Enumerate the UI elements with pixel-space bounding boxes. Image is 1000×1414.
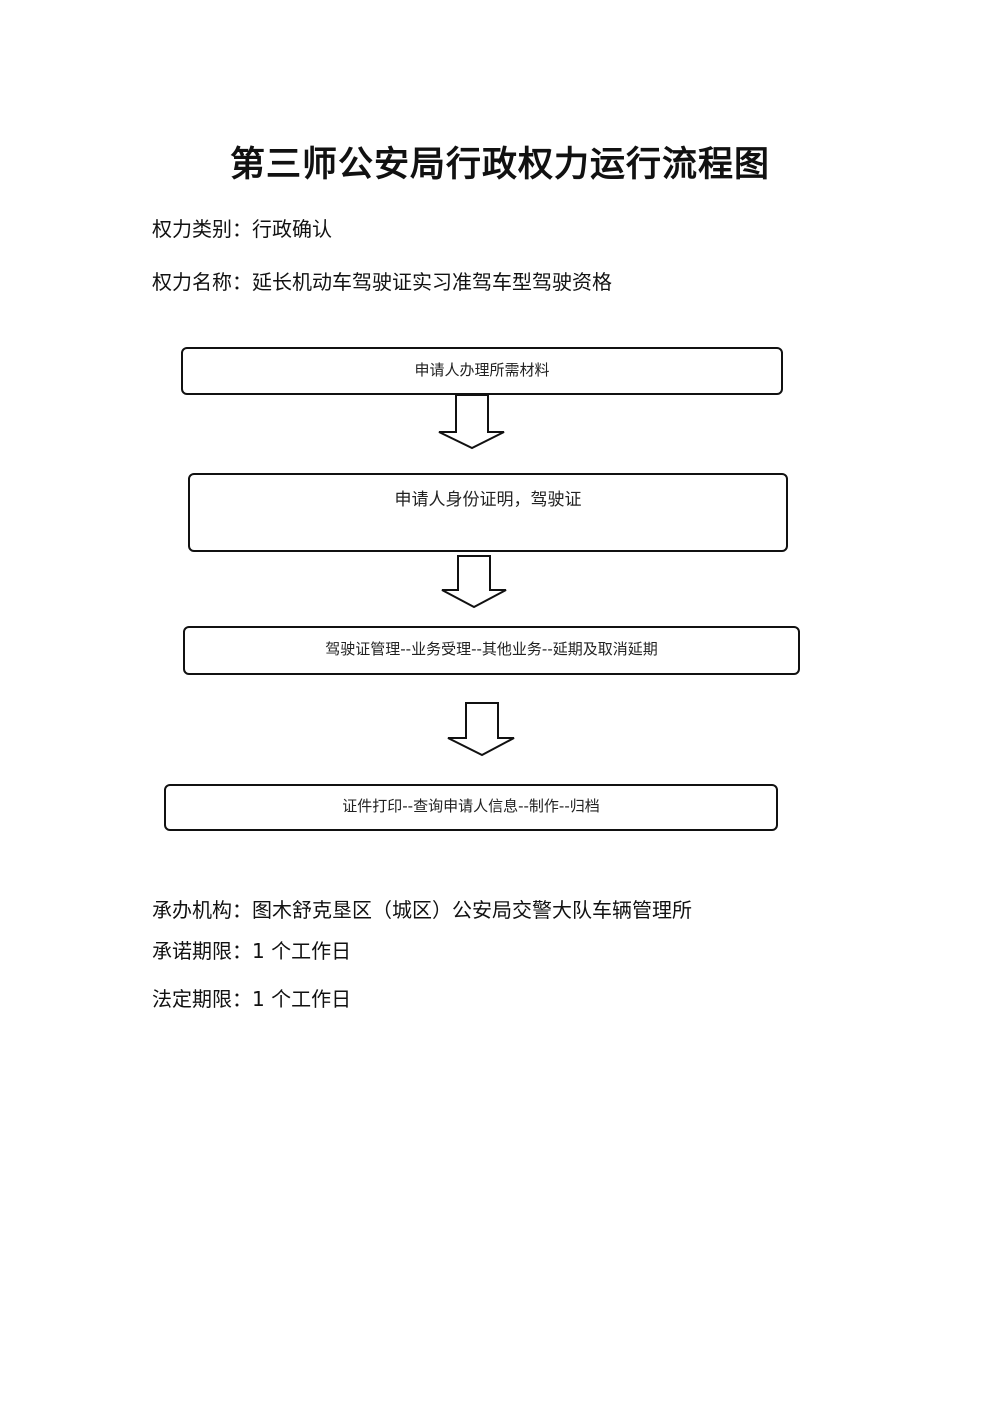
power-category-value: 行政确认 xyxy=(252,217,332,241)
page-title: 第三师公安局行政权力运行流程图 xyxy=(229,144,770,185)
flow-step-2-text: 申请人身份证明，驾驶证 xyxy=(394,490,582,510)
agency-value: 图木舒克垦区（城区）公安局交警大队车辆管理所 xyxy=(252,898,692,922)
power-category-label: 权力类别： xyxy=(152,217,252,241)
flow-step-2: 申请人身份证明，驾驶证 xyxy=(188,473,788,552)
legal-period: 法定期限：1 个工作日 xyxy=(152,983,351,1012)
down-arrow-icon xyxy=(441,555,507,609)
agency: 承办机构：图木舒克垦区（城区）公安局交警大队车辆管理所 xyxy=(152,894,692,923)
promised-period-label: 承诺期限： xyxy=(152,939,252,963)
promised-period-value: 1 个工作日 xyxy=(252,939,352,963)
down-arrow-icon xyxy=(447,702,515,757)
flow-step-4: 证件打印--查询申请人信息--制作--归档 xyxy=(164,784,778,831)
power-name-value: 延长机动车驾驶证实习准驾车型驾驶资格 xyxy=(252,270,612,294)
flow-step-1-text: 申请人办理所需材料 xyxy=(414,361,550,379)
flow-step-3-text: 驾驶证管理--业务受理--其他业务--延期及取消延期 xyxy=(325,640,658,658)
agency-label: 承办机构： xyxy=(152,898,252,922)
promised-period: 承诺期限：1 个工作日 xyxy=(152,935,351,964)
power-name-label: 权力名称： xyxy=(152,270,252,294)
flow-step-1: 申请人办理所需材料 xyxy=(181,347,783,395)
legal-period-label: 法定期限： xyxy=(152,987,252,1011)
down-arrow-icon xyxy=(438,394,505,450)
legal-period-value: 1 个工作日 xyxy=(252,987,352,1011)
flow-step-3: 驾驶证管理--业务受理--其他业务--延期及取消延期 xyxy=(183,626,800,675)
power-category: 权力类别：行政确认 xyxy=(152,213,332,242)
flow-step-4-text: 证件打印--查询申请人信息--制作--归档 xyxy=(342,797,600,815)
power-name: 权力名称：延长机动车驾驶证实习准驾车型驾驶资格 xyxy=(152,266,612,295)
